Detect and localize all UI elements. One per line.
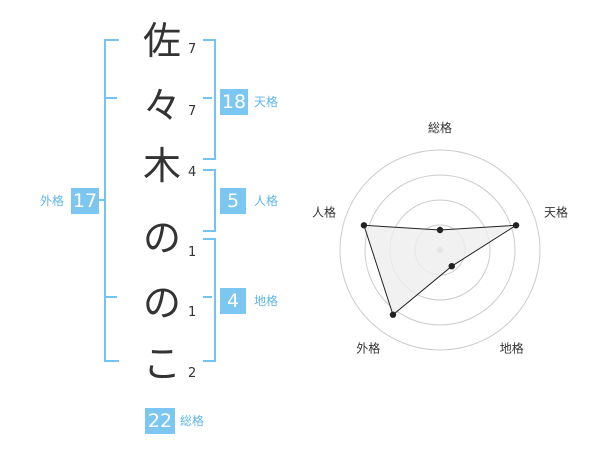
- gaikaku-bracket: [104, 39, 119, 362]
- radar-ring-4: [339, 149, 541, 351]
- jinkaku-value: 5: [220, 188, 246, 214]
- name-char-2: 々: [142, 84, 181, 128]
- chikaku-bracket: [203, 238, 216, 362]
- jinkaku-label: 人格: [254, 194, 279, 208]
- chikaku-label: 地格: [254, 294, 279, 308]
- radar-axis-label-2: 天格: [544, 204, 568, 219]
- name-char-1: 佐: [142, 19, 181, 63]
- stroke-count-5: 1: [188, 305, 197, 320]
- radar-point-3: [448, 262, 455, 270]
- radar-axis-label-5: 人格: [312, 204, 336, 219]
- gaikaku-value: 17: [71, 188, 99, 214]
- jinkaku-bracket: [203, 169, 216, 232]
- tenkaku-bracket-tick: [203, 97, 212, 99]
- stroke-count-1: 7: [188, 42, 197, 57]
- soukaku-value: 22: [145, 408, 175, 434]
- name-char-6: こ: [142, 342, 181, 386]
- gaikaku-bracket-tick-top: [106, 97, 117, 99]
- gaikaku-connector: [99, 199, 104, 201]
- name-char-4: の: [142, 216, 181, 260]
- radar-point-4: [389, 311, 397, 318]
- stroke-count-4: 1: [188, 245, 197, 260]
- gaikaku-label: 外格: [40, 194, 65, 208]
- radar-point-5: [360, 222, 368, 229]
- radar-axis-label-1: 総格: [428, 120, 452, 135]
- name-char-5: の: [142, 281, 181, 325]
- radar-ring-3: [364, 174, 516, 326]
- tenkaku-bracket: [203, 39, 216, 160]
- chikaku-bracket-tick: [203, 296, 212, 298]
- stroke-count-6: 2: [188, 366, 197, 381]
- soukaku-label: 総格: [180, 414, 205, 428]
- tenkaku-value: 18: [220, 89, 248, 115]
- radar-polygon: [363, 224, 517, 316]
- stroke-count-3: 4: [188, 165, 197, 180]
- radar-axis-label-3: 地格: [500, 341, 524, 356]
- radar-axis-label-4: 外格: [356, 341, 380, 356]
- radar-point-2: [512, 222, 520, 229]
- gaikaku-bracket-tick-bottom: [106, 296, 117, 298]
- name-char-3: 木: [142, 144, 181, 188]
- stroke-count-2: 7: [188, 104, 197, 119]
- radar-point-1: [436, 226, 444, 234]
- tenkaku-label: 天格: [254, 95, 279, 109]
- chikaku-value: 4: [220, 288, 246, 314]
